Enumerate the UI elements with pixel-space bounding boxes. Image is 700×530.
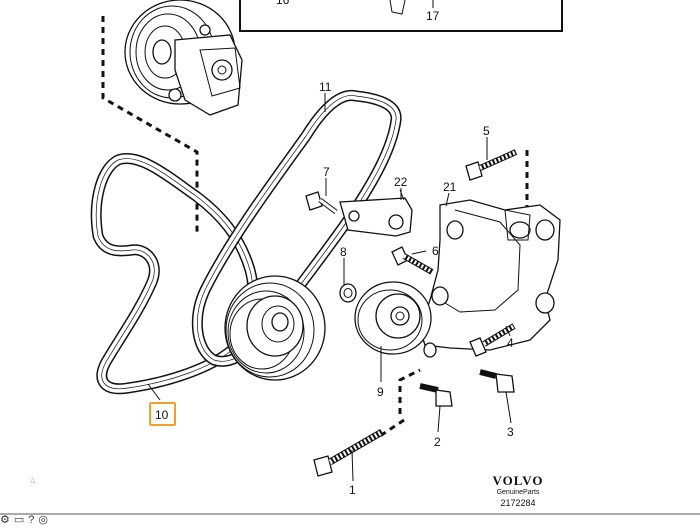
callout-3: 3 [507,425,514,439]
bolt-7 [305,191,338,214]
crank-pulley [224,275,326,381]
callout-22: 22 [394,175,408,189]
callout-1: 1 [349,483,356,497]
callout-10[interactable]: 10 [155,408,169,422]
genuine-parts-label: GenuineParts [496,489,540,496]
callout-8: 8 [340,245,347,259]
diagram-number: 2172284 [500,498,536,508]
callout-4: 4 [507,336,514,350]
bolt-2 [419,383,453,407]
callout-9: 9 [377,385,384,399]
help-icon[interactable]: ? [28,515,35,525]
callout-16: 16 [276,0,290,7]
zoom-icon[interactable]: ⚙ [0,515,10,525]
belt-10 [90,153,259,395]
print-icon[interactable]: ▭ [13,515,25,525]
bolt-6 [391,246,434,275]
bottom-toolbar: ⚙▭?◎ [0,515,120,525]
bolt-5 [465,149,518,181]
callout-2: 2 [434,435,441,449]
callout-11: 11 [319,80,332,94]
callout-17: 17 [426,9,440,23]
bolt-1 [313,428,384,477]
callout-lines [147,93,512,482]
callout-labels: 16 17 11 5 7 22 21 6 8 4 9 3 2 1 10 [149,0,514,497]
bolt-4 [469,323,516,357]
idler-pulley-9 [354,281,432,355]
washer-8 [339,283,357,303]
callout-6: 6 [432,244,439,258]
bracket-22 [339,189,413,237]
callout-21: 21 [443,180,457,194]
callout-7: 7 [323,165,330,179]
power-steering-pump [124,0,243,116]
brand-block: VOLVO GenuineParts 2172284 [478,474,558,509]
info-icon[interactable]: ◎ [38,515,49,525]
inset-box [239,0,563,32]
callout-10-highlight[interactable] [149,402,176,426]
callout-5: 5 [483,124,490,138]
tensioner-bracket-21 [419,199,561,358]
bolt-3 [479,369,515,393]
volvo-logo: VOLVO [492,473,544,488]
corner-mark: △ [30,477,36,484]
